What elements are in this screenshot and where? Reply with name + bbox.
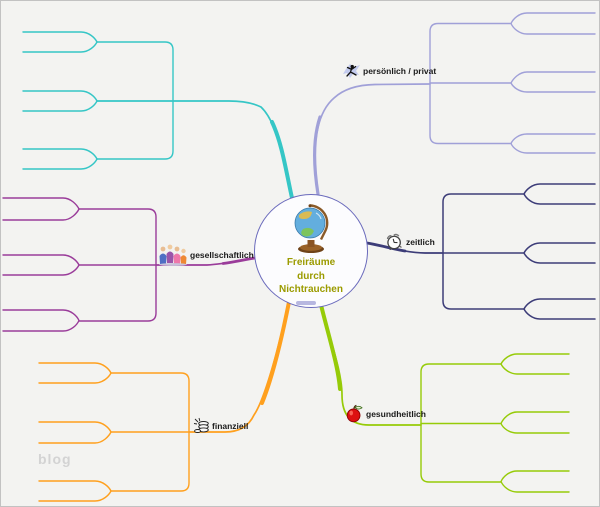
branch-persoenlich — [312, 12, 596, 196]
main-branch-taper — [270, 120, 294, 200]
branch-label-text: gesellschaftlich — [190, 249, 254, 260]
main-branch-taper — [260, 300, 291, 405]
coins-icon — [193, 417, 210, 434]
leaf-node[interactable] — [38, 362, 112, 384]
leaf-node[interactable] — [523, 298, 596, 320]
branch-label-gesellschaftlich[interactable]: gesellschaftlich — [158, 243, 254, 266]
branch-label-persoenlich[interactable]: persönlich / privat — [343, 63, 436, 79]
leaf-node[interactable] — [2, 254, 80, 276]
main-branch-line — [96, 100, 293, 199]
globe-icon — [290, 204, 332, 254]
title-line: Freiräume — [286, 257, 336, 268]
leaf-node[interactable] — [38, 421, 112, 444]
central-topic-title: Freiräume durch Nichtrauchen — [279, 256, 343, 297]
branch-finanziell — [38, 300, 291, 502]
leaf-node[interactable] — [22, 90, 98, 112]
leaf-node[interactable] — [38, 480, 112, 502]
main-branch-taper — [221, 256, 257, 265]
central-topic[interactable]: Freiräume durch Nichtrauchen — [254, 194, 368, 308]
title-line: Nichtrauchen — [279, 284, 343, 295]
branch-gesundheitlich — [319, 303, 570, 493]
branch-zeitlich — [365, 183, 596, 320]
branch-gesellschaftlich — [2, 197, 257, 332]
leaf-node[interactable] — [523, 242, 596, 264]
blog-watermark: blog — [38, 451, 72, 467]
leaf-node[interactable] — [510, 133, 596, 154]
leaf-node[interactable] — [2, 197, 80, 221]
branch-label-text: gesundheitlich — [366, 408, 426, 419]
main-branch-taper — [312, 115, 322, 196]
dancer-icon — [343, 63, 361, 79]
leaf-node[interactable] — [510, 12, 596, 35]
branch-label-text: finanziell — [212, 420, 249, 431]
clock-icon — [384, 233, 404, 250]
branch-label-gesundheitlich[interactable]: gesundheitlich — [345, 404, 426, 423]
leaf-node[interactable] — [2, 309, 80, 332]
root-anchor — [296, 301, 316, 305]
leaf-node[interactable] — [510, 71, 596, 93]
leaf-node[interactable] — [22, 31, 98, 53]
branch-label-zeitlich[interactable]: zeitlich — [384, 233, 435, 250]
apple-icon — [345, 404, 364, 423]
branch-unnamed-top-left — [22, 31, 294, 200]
main-branch-line — [314, 83, 431, 195]
leaf-node[interactable] — [500, 411, 570, 434]
leaf-node[interactable] — [500, 353, 570, 375]
people-icon — [158, 243, 188, 266]
leaf-node[interactable] — [523, 183, 596, 205]
leaf-node[interactable] — [22, 148, 98, 170]
leaf-node[interactable] — [500, 470, 570, 493]
main-branch-taper — [365, 241, 407, 253]
branch-label-text: zeitlich — [406, 236, 435, 247]
branch-label-text: persönlich / privat — [363, 66, 437, 76]
collector-line — [442, 193, 525, 310]
branch-label-finanziell[interactable]: finanziell — [193, 417, 248, 434]
title-line: durch — [297, 270, 325, 282]
main-branch-taper — [319, 303, 342, 391]
